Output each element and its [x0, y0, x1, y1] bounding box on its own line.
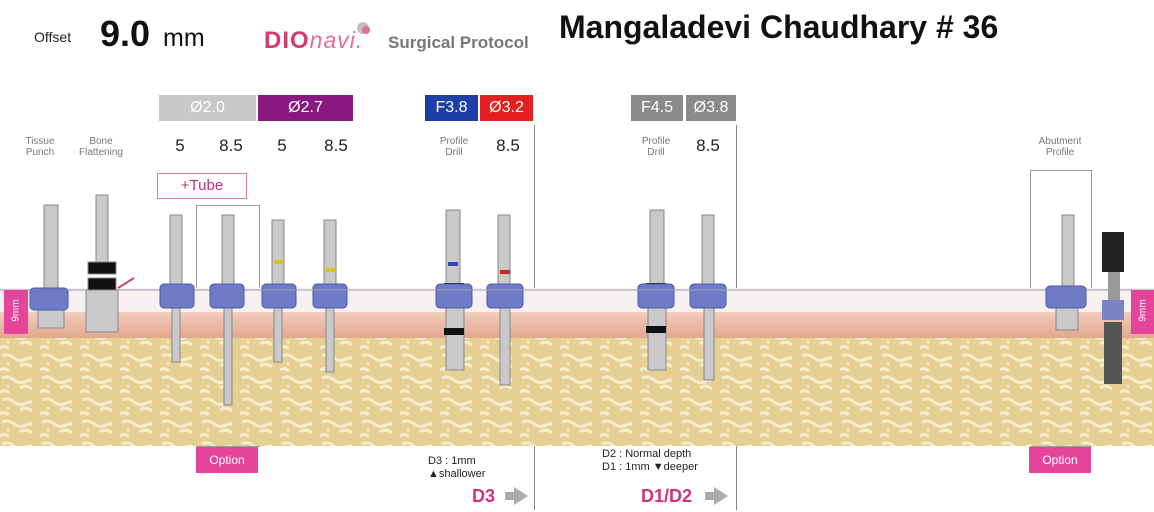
d1-note-line: D1 : 1mm ▼deeper [602, 461, 698, 474]
depth-tab-right: 9mm [1131, 290, 1154, 334]
d3-note-line: ▲shallower [428, 468, 485, 481]
arrow-right-icon [514, 487, 528, 505]
zone-label-d3: D3 [472, 486, 495, 507]
depth-tab-label: 9mm [11, 299, 22, 323]
d3-note-line: D3 : 1mm [428, 455, 485, 468]
zone-label-d1-d2: D1/D2 [641, 486, 692, 507]
depth-tab-left: 9mm [4, 290, 28, 334]
option-badge: Option [1029, 447, 1091, 473]
d1-d2-note: D2 : Normal depth D1 : 1mm ▼deeper [602, 448, 698, 474]
d2-note-line: D2 : Normal depth [602, 448, 698, 461]
arrow-right-icon [714, 487, 728, 505]
option-badge: Option [196, 447, 258, 473]
depth-tab-label: 9mm [1138, 299, 1149, 323]
d3-note: D3 : 1mm ▲shallower [428, 455, 485, 481]
